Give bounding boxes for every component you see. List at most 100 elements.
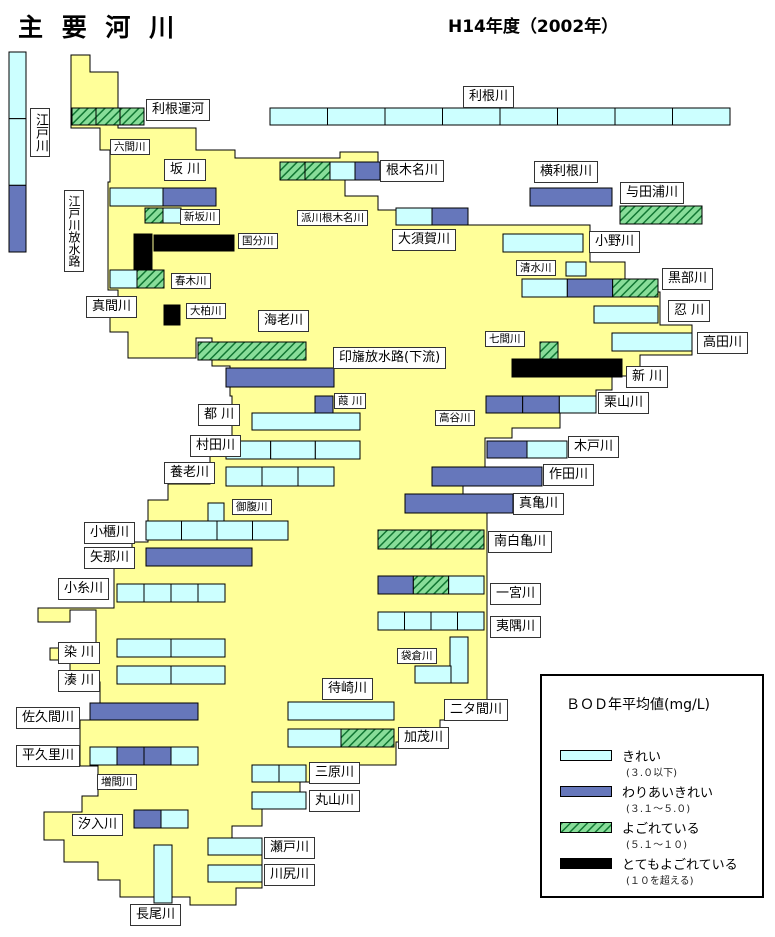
- label-oosuga: 大須賀川: [392, 229, 457, 251]
- river-bar-48: [207, 837, 263, 856]
- segment-clean: [314, 440, 361, 460]
- label-sakuma: 佐久間川: [16, 707, 81, 729]
- river-bar-27: [431, 466, 543, 487]
- river-bar-3: [109, 187, 217, 207]
- legend-label-very: とてもよごれている: [622, 858, 738, 873]
- label-takada: 高田川: [697, 332, 749, 354]
- label-yodaura: 与田浦川: [620, 182, 685, 204]
- label-minato: 湊 川: [58, 670, 101, 692]
- segment-very: [133, 233, 153, 271]
- segment-clean: [593, 305, 659, 324]
- segment-clean: [327, 107, 386, 126]
- segment-fair: [8, 184, 27, 253]
- segment-polluted: [95, 107, 121, 126]
- label-futama: 二タ間川: [444, 699, 509, 721]
- label-shiori: 汐入川: [72, 814, 124, 836]
- river-bar-5: [279, 161, 381, 181]
- map-title: 主 要 河 川: [18, 13, 180, 42]
- label-mama: 真間川: [86, 296, 138, 318]
- label-yoro: 養老川: [164, 462, 216, 484]
- segment-clean: [442, 107, 501, 126]
- river-bar-47: [133, 809, 189, 829]
- legend-range-clean: (３.０以下): [626, 768, 677, 779]
- river-bar-50: [153, 844, 173, 904]
- segment-clean: [384, 107, 443, 126]
- segment-clean: [261, 466, 299, 487]
- river-bar-10: [133, 233, 153, 271]
- segment-clean: [216, 520, 253, 541]
- segment-clean: [502, 233, 584, 253]
- label-oshi: 忍 川: [668, 300, 711, 322]
- label-kamo: 加茂川: [398, 727, 450, 749]
- label-kuriyama: 栗山川: [598, 392, 650, 414]
- legend-swatch-clean: [560, 750, 612, 761]
- segment-clean: [526, 440, 568, 459]
- river-bar-29: [207, 502, 225, 522]
- segment-clean: [448, 575, 485, 595]
- segment-fair: [89, 702, 199, 721]
- label-tone-unten: 利根運河: [146, 99, 211, 121]
- river-bar-39: [449, 636, 469, 684]
- river-bar-41: [287, 701, 395, 721]
- segment-polluted: [279, 161, 306, 181]
- label-ashi: 葭 川: [334, 393, 367, 409]
- label-yana: 矢那川: [84, 547, 136, 569]
- segment-clean: [449, 636, 469, 684]
- segment-clean: [251, 412, 361, 431]
- river-bar-25: [486, 440, 568, 459]
- segment-clean: [251, 764, 280, 783]
- segment-polluted: [619, 205, 703, 225]
- segment-clean: [207, 837, 263, 856]
- river-bar-8: [395, 207, 469, 226]
- segment-very: [193, 234, 235, 252]
- segment-clean: [207, 502, 225, 522]
- segment-clean: [109, 187, 164, 207]
- river-bar-12: [565, 261, 587, 277]
- label-seto: 瀬戸川: [264, 837, 316, 859]
- label-haruki: 春木川: [171, 273, 211, 289]
- segment-polluted: [412, 575, 450, 595]
- river-bar-19: [539, 341, 559, 360]
- segment-polluted: [136, 269, 165, 289]
- label-masuma: 増間川: [97, 774, 137, 790]
- fiscal-year: H14年度（2002年）: [448, 17, 619, 37]
- segment-clean: [89, 746, 118, 766]
- label-sakuda: 作田川: [543, 464, 595, 486]
- segment-fair: [162, 187, 217, 207]
- label-hirakuri: 平久里川: [16, 745, 81, 767]
- segment-clean: [251, 791, 307, 810]
- label-kawajiri: 川尻川: [264, 864, 316, 886]
- river-bar-14: [109, 269, 165, 289]
- legend-range-fair: (３.１～５.０): [626, 804, 691, 815]
- segment-fair: [431, 207, 469, 226]
- segment-fair: [529, 187, 613, 207]
- river-bar-13: [521, 278, 659, 298]
- segment-fair: [133, 809, 162, 829]
- legend-label-fair: わりあいきれい: [622, 786, 714, 801]
- segment-fair: [566, 278, 614, 298]
- legend-range-polluted: (５.１～１０): [626, 840, 687, 851]
- river-bar-43: [287, 728, 395, 748]
- river-bar-21: [511, 358, 623, 378]
- segment-clean: [611, 332, 693, 352]
- segment-fair: [522, 395, 560, 414]
- river-bar-32: [377, 529, 485, 550]
- segment-clean: [170, 638, 226, 658]
- segment-fair: [116, 746, 145, 766]
- label-obitsu: 小櫃川: [84, 522, 136, 544]
- segment-polluted: [612, 278, 659, 298]
- label-ichinomiya: 一宮川: [490, 583, 542, 605]
- segment-fair: [145, 547, 253, 567]
- segment-clean: [614, 107, 673, 126]
- label-shin: 新 川: [626, 366, 669, 388]
- segment-clean: [395, 207, 433, 226]
- label-isumi: 夷隅川: [490, 616, 542, 638]
- segment-clean: [672, 107, 731, 126]
- segment-fair: [314, 395, 334, 415]
- river-bar-24: [251, 412, 361, 431]
- river-bar-16: [197, 341, 307, 361]
- segment-very: [163, 304, 181, 326]
- label-koito: 小糸川: [58, 578, 110, 600]
- segment-polluted: [539, 341, 559, 360]
